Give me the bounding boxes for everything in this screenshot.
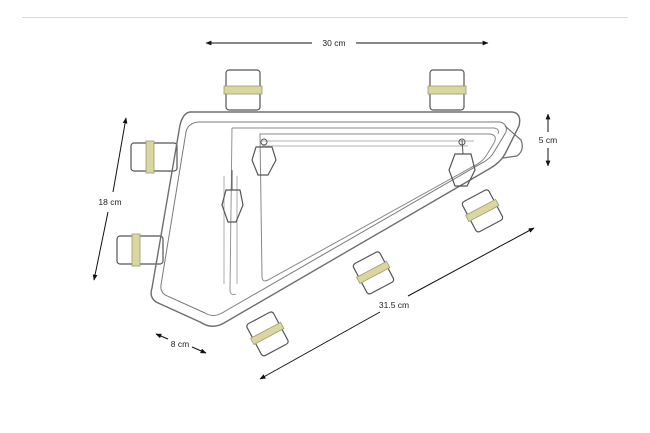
label-base-width: 8 cm: [171, 339, 189, 349]
front-strap-lower: [116, 233, 164, 267]
bottom-strap-right: [461, 189, 504, 233]
label-top-width: 30 cm: [322, 38, 345, 48]
dimension-base-width: 8 cm: [155, 333, 207, 354]
zipper-pull-top-left: [251, 138, 277, 176]
top-strap-left: [223, 69, 263, 111]
bottom-strap-left: [246, 311, 289, 357]
bag-body: [150, 111, 523, 327]
dimension-depth: 5 cm: [539, 113, 557, 167]
top-divider-line: [22, 17, 628, 18]
label-bottom-length: 31.5 cm: [379, 300, 409, 310]
dimension-bottom-length: 31.5 cm: [259, 227, 535, 380]
zipper-pull-top-right: [448, 138, 476, 187]
zipper-pull-side: [221, 170, 244, 223]
label-front-height: 18 cm: [98, 197, 121, 207]
dimension-top-width: 30 cm: [205, 38, 489, 48]
zipper-tracks: [223, 127, 499, 295]
dimension-front-height: 18 cm: [92, 117, 128, 281]
bottom-strap-middle: [352, 251, 395, 295]
front-strap-upper: [130, 140, 178, 174]
label-depth: 5 cm: [539, 135, 557, 145]
top-strap-right: [427, 69, 467, 111]
